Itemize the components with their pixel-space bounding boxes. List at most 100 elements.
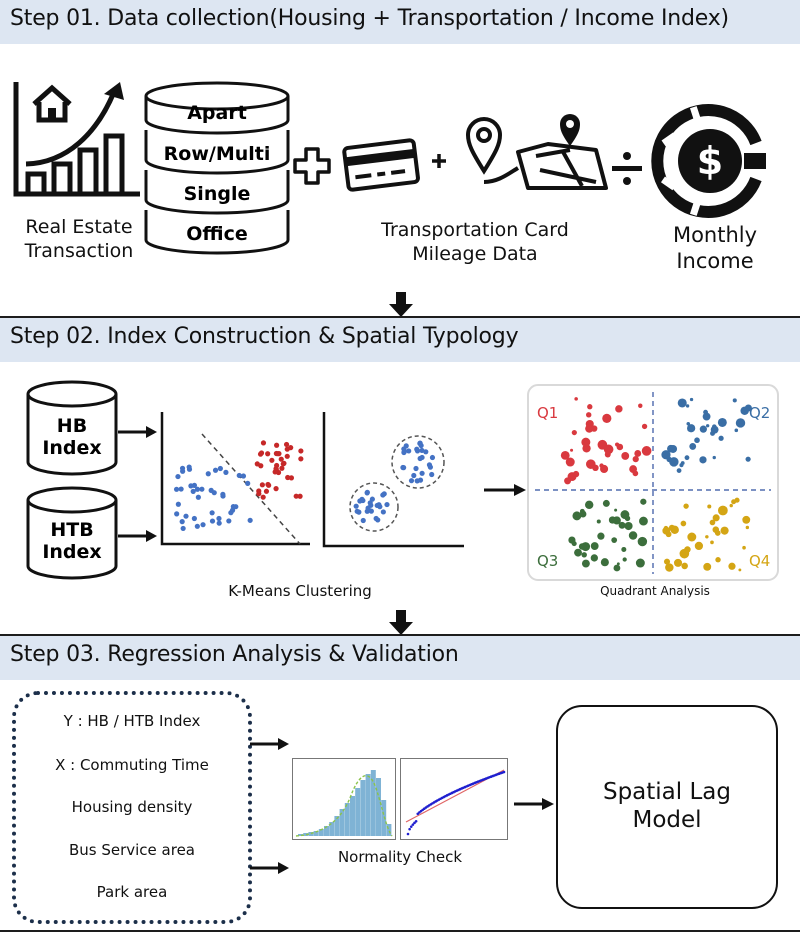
scatter-point-red: [263, 488, 270, 494]
real-estate-label: Real Estate Transaction: [24, 216, 134, 262]
income-label: Monthly Income: [672, 223, 758, 273]
scatter-point-blue: [209, 510, 215, 516]
hb-label-2: Index: [42, 437, 101, 459]
scatter-point-blue: [216, 515, 222, 522]
scatter-point-blue: [212, 467, 219, 473]
qq-point: [414, 819, 418, 823]
quadrant-point: [745, 525, 750, 530]
quadrant-analysis-panel: Q1 Q2 Q3 Q4: [527, 384, 779, 581]
cluster-point: [373, 515, 379, 522]
scatter-point-blue: [240, 473, 247, 479]
scatter-point-blue: [180, 525, 186, 532]
scatter-point-red: [298, 456, 304, 462]
quadrant-point: [676, 468, 682, 473]
quadrant-point: [612, 516, 621, 525]
quadrant-point: [681, 562, 688, 570]
quadrant-point: [663, 558, 671, 565]
scatter-point-blue: [190, 488, 196, 495]
scatter-point-red: [265, 451, 271, 457]
quadrant-point: [714, 530, 721, 536]
scatter-point-blue: [208, 487, 214, 493]
quadrant-point: [694, 541, 704, 551]
quadrant-point: [560, 450, 570, 460]
quadrant-point: [632, 470, 639, 477]
scatter-point-red: [259, 482, 265, 488]
quadrant-point: [686, 421, 691, 426]
cluster-point: [368, 508, 374, 514]
qq-point: [502, 770, 506, 774]
scatter-point-red: [283, 441, 290, 448]
arrow-right-icon: [118, 530, 157, 542]
quadrant-point: [639, 516, 648, 526]
histogram-bar: [370, 770, 376, 836]
quadrant-point: [728, 562, 736, 570]
scatter-point-blue: [194, 486, 201, 492]
quadrant-point: [590, 554, 598, 562]
quadrant-point: [584, 500, 594, 510]
variable-bus-service: Bus Service area: [68, 841, 196, 859]
quadrant-point: [735, 418, 746, 428]
quadrant-point: [581, 559, 590, 568]
qq-point: [408, 827, 411, 831]
quadrant-point: [597, 532, 605, 540]
house-chart-icon: [13, 82, 140, 197]
quadrant-point: [602, 499, 610, 507]
cluster-point: [401, 465, 407, 471]
quadrant-point: [669, 444, 678, 453]
quadrant-point: [579, 510, 587, 518]
scatter-point-blue: [186, 464, 192, 470]
quadrant-label-q2: Q2: [749, 404, 770, 422]
qq-point: [411, 823, 415, 826]
scatter-point-blue: [220, 493, 226, 499]
quadrant-point: [677, 398, 687, 408]
quadrant-point: [689, 397, 694, 402]
scatter-point-red: [254, 461, 260, 467]
histogram-bar: [365, 774, 371, 836]
cluster-point: [365, 505, 371, 511]
scatter-point-blue: [236, 472, 242, 479]
scatter-point-red: [278, 456, 284, 462]
quadrant-point: [680, 461, 685, 465]
cluster-point: [406, 448, 412, 454]
quadrant-point: [615, 405, 623, 413]
cluster-point: [353, 503, 359, 509]
cluster-point: [356, 509, 362, 515]
histogram-bar: [324, 826, 329, 836]
quadrant-point: [599, 463, 604, 468]
quadrant-point: [683, 503, 689, 509]
quadrant-point: [738, 568, 742, 572]
quadrant-label-q3: Q3: [537, 552, 558, 570]
cluster-point: [384, 501, 390, 508]
histogram-bar: [355, 788, 361, 836]
scatter-point-blue: [194, 523, 200, 529]
quadrant-point: [641, 423, 648, 430]
cluster-point: [419, 470, 425, 476]
quadrant-point: [596, 519, 601, 524]
normality-histogram: [292, 758, 396, 840]
quadrant-point: [742, 515, 751, 524]
cluster-point: [429, 471, 435, 478]
scatter-point-blue: [174, 511, 180, 517]
quadrant-point: [718, 435, 724, 441]
quadrant-point: [694, 437, 700, 444]
quadrant-point: [614, 508, 618, 512]
quadrant-point: [663, 525, 669, 531]
quadrant-point: [709, 519, 716, 526]
quadrant-point: [587, 404, 593, 410]
quadrant-point: [717, 505, 728, 516]
scatter-point-blue: [200, 522, 206, 528]
quadrant-point: [574, 548, 582, 557]
quadrant-point: [614, 442, 620, 447]
quadrant-point: [637, 536, 648, 547]
quadrant-point: [715, 557, 721, 563]
cluster-point: [380, 509, 386, 515]
qq-point: [406, 832, 410, 836]
quadrant-point: [707, 504, 712, 509]
normality-caption: Normality Check: [337, 848, 463, 866]
scatter-point-blue: [188, 483, 194, 489]
hb-label-1: HB: [57, 415, 87, 437]
quadrant-point: [640, 498, 647, 505]
scatter-point-red: [297, 493, 303, 499]
db-layer: Apart: [187, 102, 247, 124]
quadrant-point: [712, 424, 717, 429]
